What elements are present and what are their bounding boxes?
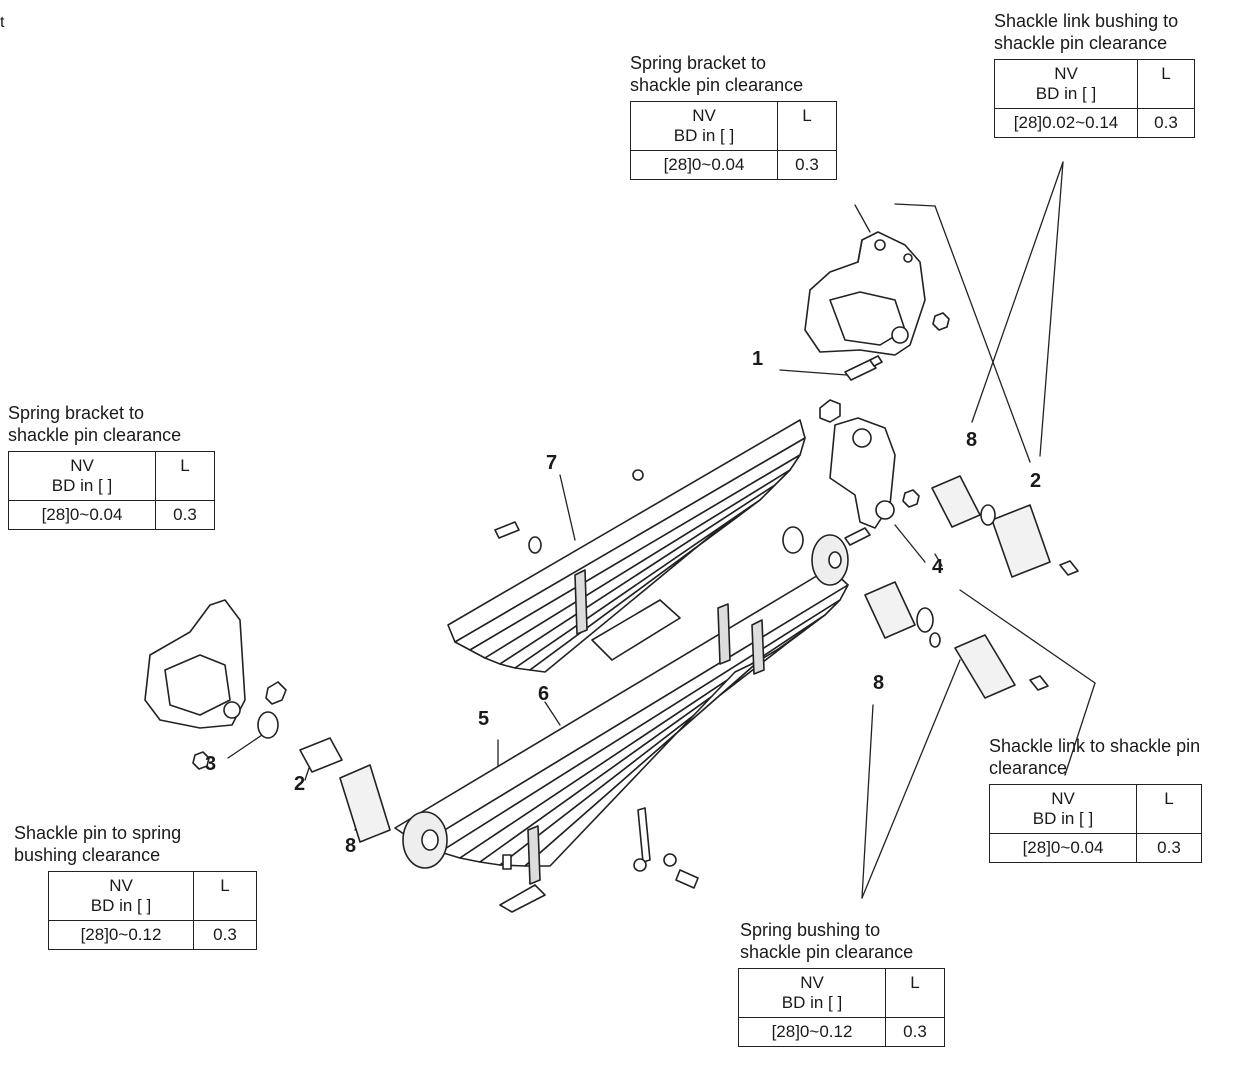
pins-and-bushings: [299, 469, 1079, 843]
callout-8-left: 8: [345, 835, 357, 857]
bolt-1: [844, 355, 883, 381]
callout-7: 7: [546, 452, 558, 474]
callout-1: 1: [752, 348, 764, 370]
callout-5: 5: [478, 708, 490, 730]
callout-8-middle: 8: [873, 672, 885, 694]
callout-4: 4: [932, 556, 944, 578]
shackle-link: [819, 399, 920, 546]
spring-bracket-left: [144, 599, 287, 770]
spring-bracket-right: [804, 231, 950, 356]
lower-leaf-spring: [394, 534, 849, 885]
callout-3: 3: [205, 753, 217, 775]
callout-8-top: 8: [966, 429, 978, 451]
corner-text-fragment: t: [0, 14, 5, 31]
callout-2-right: 2: [1030, 470, 1042, 492]
upper-leaf-spring: [447, 419, 806, 673]
callout-2-left: 2: [294, 773, 306, 795]
u-bolts-hardware: [494, 521, 699, 913]
callout-6: 6: [538, 683, 550, 705]
